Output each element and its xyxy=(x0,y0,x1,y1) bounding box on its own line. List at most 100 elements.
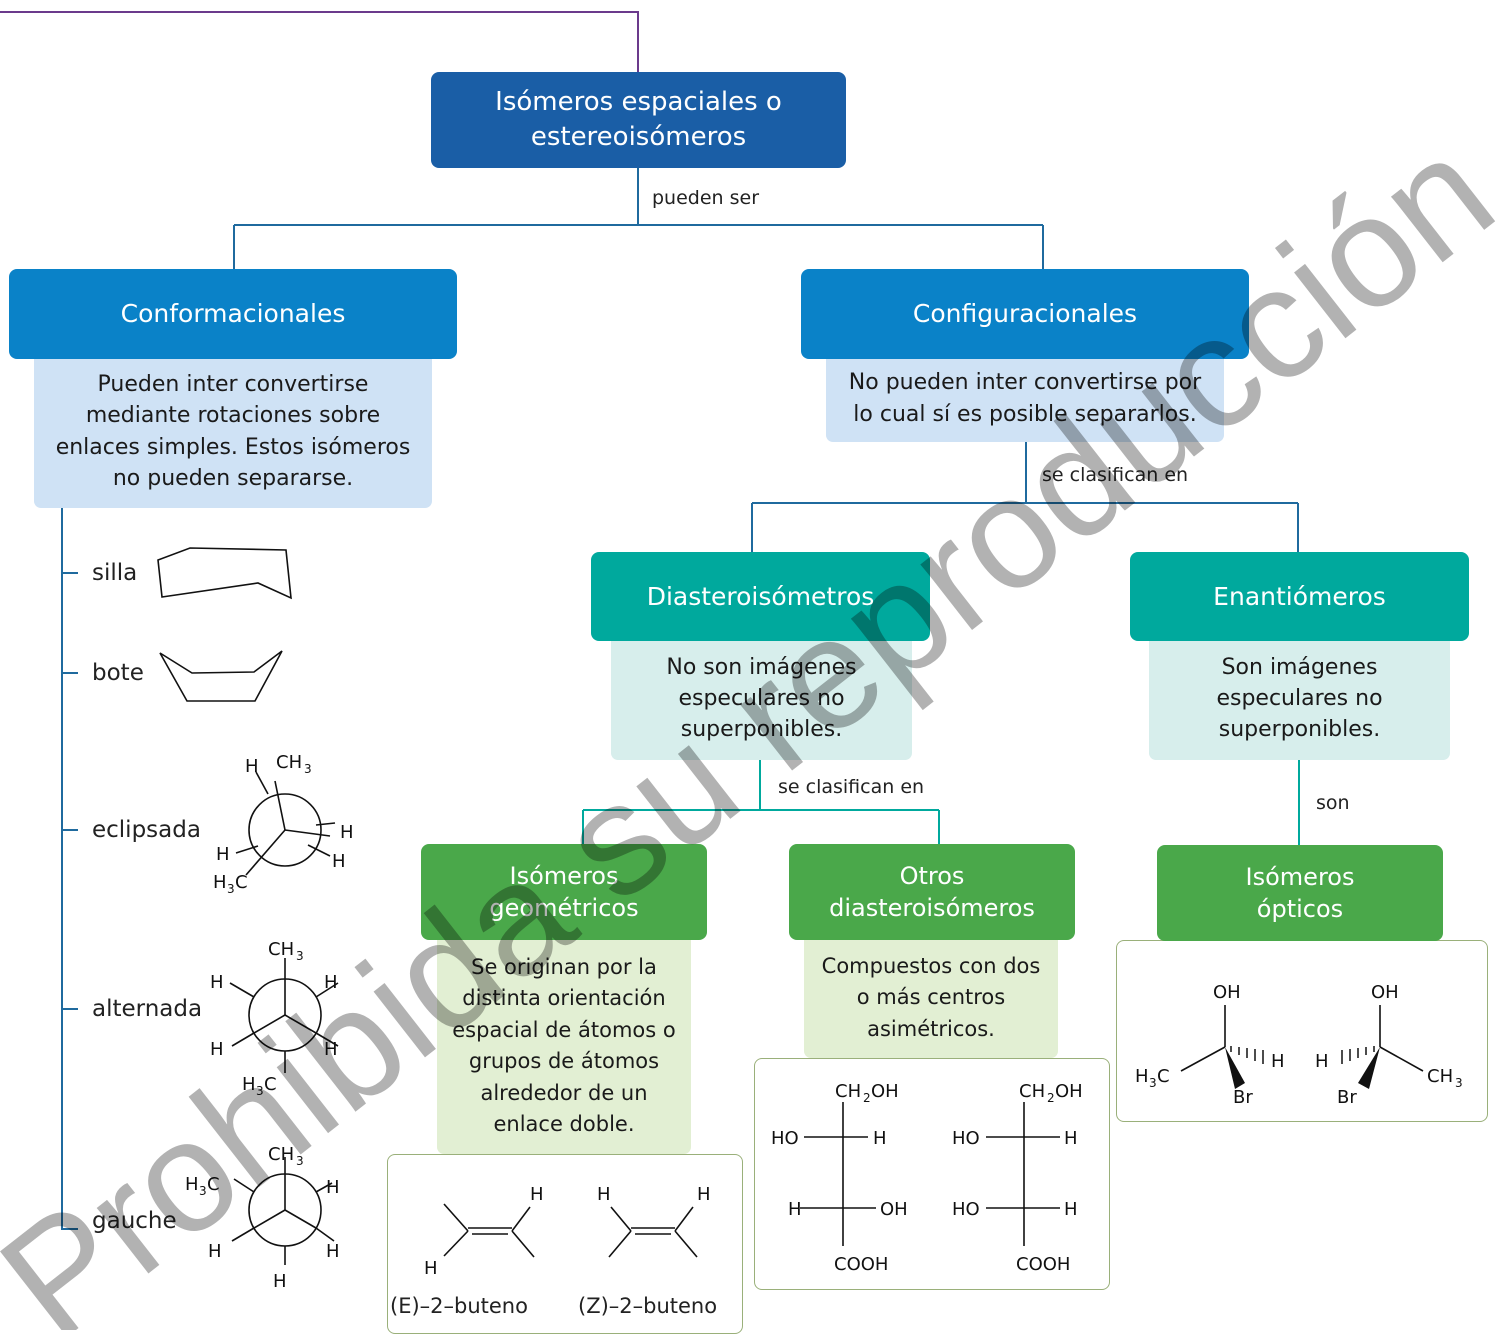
staggered-newman-drawing: CH 3 H H H H H 3 C xyxy=(210,939,339,1098)
geometricos-description: Se originan por la distinta orientación … xyxy=(452,954,676,1137)
conformation-label-silla: silla xyxy=(92,560,138,586)
chem-label: HO xyxy=(952,1128,980,1149)
configuracionales-description: No pueden inter convertirse por lo cual … xyxy=(848,370,1202,427)
edge-label-diaster-clasifican: se clasifican en xyxy=(778,776,925,798)
chem-label: H xyxy=(424,1258,438,1279)
configuracionales-description-box: No pueden inter convertirse por lo cual … xyxy=(826,355,1224,442)
conformacionales-title: Conformacionales xyxy=(120,299,346,329)
chem-label: H xyxy=(1315,1051,1329,1072)
edge-label-config-clasifican: se clasifican en xyxy=(1042,464,1189,486)
eclipsed-newman-drawing: H CH 3 H H H H 3 C xyxy=(213,752,354,896)
chem-label: 2 xyxy=(1047,1091,1055,1105)
isomeros-opticos-title: Isómeros ópticos xyxy=(1245,862,1355,923)
chem-label: H xyxy=(597,1184,611,1205)
isomeros-geometricos-title: Isómeros geométricos xyxy=(489,861,639,922)
chem-label: H xyxy=(324,1039,338,1060)
chem-label: CH xyxy=(268,939,294,960)
conformation-label-alternada: alternada xyxy=(92,996,203,1022)
chem-label: H xyxy=(1135,1066,1149,1087)
chem-label: 3 xyxy=(296,1154,304,1168)
fischer-examples-card xyxy=(754,1058,1110,1290)
conformacionales-description-box: Pueden inter convertirse mediante rotaci… xyxy=(34,355,432,508)
configuracionales-title: Configuracionales xyxy=(912,299,1138,329)
chem-label: COOH xyxy=(1016,1254,1070,1275)
chem-label: CH xyxy=(1427,1066,1453,1087)
diasteroisometros-node: Diasteroisómetros xyxy=(591,552,930,641)
chem-label: 3 xyxy=(1455,1076,1463,1090)
enantiomer-right-drawing: OH H CH 3 Br xyxy=(1315,982,1463,1108)
conformacionales-description: Pueden inter convertirse mediante rotaci… xyxy=(55,372,411,491)
chem-label: H xyxy=(340,822,354,843)
edge-label-pueden-ser: pueden ser xyxy=(652,187,760,209)
chem-label: H xyxy=(530,1184,544,1205)
isomeros-geometricos-node: Isómeros geométricos xyxy=(421,844,707,940)
configuracionales-node: Configuracionales xyxy=(801,269,1249,359)
chem-label: H xyxy=(185,1174,199,1195)
chem-label: OH xyxy=(1213,982,1241,1003)
enantiomeros-description-box: Son imágenes especulares no superponible… xyxy=(1149,637,1450,760)
z-2-butene-caption: (Z)–2–buteno xyxy=(578,1294,718,1318)
chem-label: H xyxy=(210,972,224,993)
chem-label: H xyxy=(245,756,259,777)
chem-label: Br xyxy=(1233,1087,1253,1108)
chem-label: OH xyxy=(1055,1081,1083,1102)
fischer-projection-left: CH 2 OH HO H H OH COOH xyxy=(771,1081,908,1275)
chem-label: H xyxy=(1271,1051,1285,1072)
diasteroisometros-description: No son imágenes especulares no superponi… xyxy=(666,654,857,743)
chem-label: CH xyxy=(835,1081,861,1102)
enantiomeros-description: Son imágenes especulares no superponible… xyxy=(1216,654,1383,743)
otros-description: Compuestos con dos o más centros asimétr… xyxy=(821,953,1041,1041)
boat-conformation-drawing xyxy=(159,650,283,702)
otros-diasteroisomeros-node: Otros diasteroisómeros xyxy=(789,844,1075,940)
geometric-examples-card xyxy=(387,1154,743,1334)
chem-label: 3 xyxy=(199,1184,207,1198)
chem-label: 3 xyxy=(256,1084,264,1098)
diasteroisometros-description-box: No son imágenes especulares no superponi… xyxy=(611,637,912,760)
enantiomeros-title: Enantiómeros xyxy=(1213,581,1386,611)
chem-label: Br xyxy=(1337,1087,1357,1108)
chem-label: CH xyxy=(276,752,302,773)
chem-label: 3 xyxy=(304,762,312,776)
enantiomer-left-drawing: OH H 3 C H Br xyxy=(1135,982,1285,1108)
diasteroisometros-title: Diasteroisómetros xyxy=(646,581,875,611)
edge-label-son: son xyxy=(1316,792,1350,814)
root-node: Isómeros espaciales o estereoisómeros xyxy=(431,72,846,168)
chem-label: CH xyxy=(268,1144,294,1165)
optical-examples-card xyxy=(1116,940,1488,1122)
chem-label: C xyxy=(207,1174,220,1195)
geometricos-description-box: Se originan por la distinta orientación … xyxy=(437,938,691,1154)
chem-label: 2 xyxy=(863,1091,871,1105)
chem-label: C xyxy=(264,1074,277,1095)
enantiomeros-node: Enantiómeros xyxy=(1130,552,1469,641)
chem-label: H xyxy=(208,1241,222,1262)
conformation-label-eclipsada: eclipsada xyxy=(92,817,201,843)
conformation-label-gauche: gauche xyxy=(92,1208,177,1234)
z-2-butene-drawing: H H xyxy=(597,1184,711,1258)
chem-label: H xyxy=(324,972,338,993)
chem-label: H xyxy=(1064,1199,1078,1220)
chem-label: H xyxy=(697,1184,711,1205)
chem-label: HO xyxy=(952,1199,980,1220)
root-title: Isómeros espaciales o estereoisómeros xyxy=(495,86,782,152)
chem-label: C xyxy=(1157,1066,1170,1087)
chem-label: H xyxy=(326,1241,340,1262)
chem-label: H xyxy=(1064,1128,1078,1149)
gauche-newman-drawing: CH 3 H 3 C H H H H xyxy=(185,1144,340,1292)
otros-description-box: Compuestos con dos o más centros asimétr… xyxy=(804,938,1058,1058)
otros-diasteroisomeros-title: Otros diasteroisómeros xyxy=(829,861,1035,922)
chem-label: OH xyxy=(1371,982,1399,1003)
chem-label: 3 xyxy=(1149,1076,1157,1090)
conformation-label-bote: bote xyxy=(92,660,144,686)
chem-label: OH xyxy=(880,1199,908,1220)
chem-label: COOH xyxy=(834,1254,888,1275)
fischer-projection-right: CH 2 OH HO H HO H COOH xyxy=(952,1081,1083,1275)
chem-label: C xyxy=(235,872,248,893)
e-2-butene-drawing: H H xyxy=(424,1184,544,1279)
isomeros-opticos-node: Isómeros ópticos xyxy=(1157,845,1443,941)
chem-label: OH xyxy=(871,1081,899,1102)
top-purple-line xyxy=(0,11,639,72)
chem-label: 3 xyxy=(227,882,235,896)
e-2-butene-caption: (E)–2–buteno xyxy=(390,1294,528,1318)
chem-label: CH xyxy=(1019,1081,1045,1102)
